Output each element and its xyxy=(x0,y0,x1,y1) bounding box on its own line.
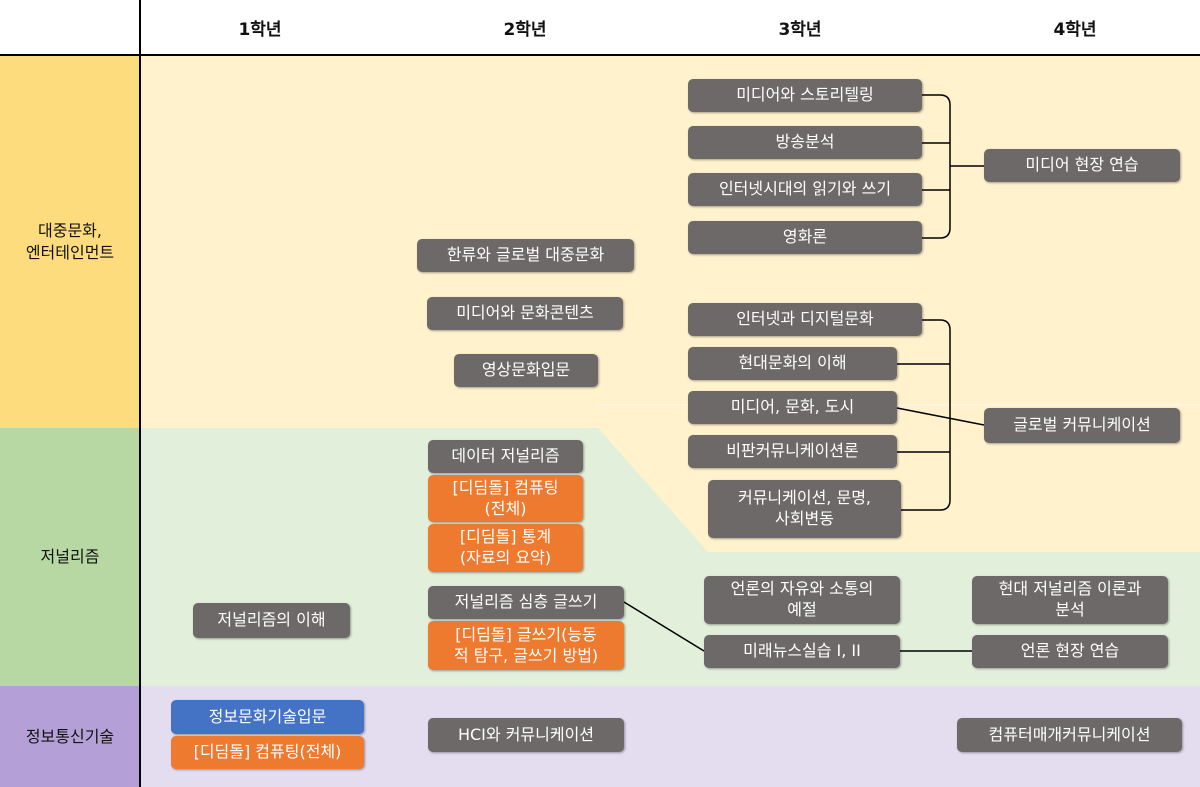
course-stepping-writing: [디딤돌] 글쓰기(능동 적 탐구, 글쓰기 방법) xyxy=(428,621,624,670)
header-year-4: 4학년 xyxy=(1053,20,1097,40)
course-modern-journalism: 현대 저널리즘 이론과 분석 xyxy=(972,576,1168,624)
course-internet-digital: 인터넷과 디지털문화 xyxy=(688,303,922,336)
course-cmc: 컴퓨터매개커뮤니케이션 xyxy=(957,718,1182,752)
course-info-culture: 정보문화기술입문 xyxy=(171,700,364,734)
course-stepping-stats: [디딤돌] 통계 (자료의 요약) xyxy=(428,524,583,572)
course-media-practice: 미디어 현장 연습 xyxy=(984,149,1180,182)
bracket-media-practice xyxy=(922,94,984,239)
course-hallyu: 한류와 글로벌 대중문화 xyxy=(417,239,634,272)
course-comm-civ: 커뮤니케이션, 문명, 사회변동 xyxy=(708,480,901,538)
header-year-3: 3학년 xyxy=(778,20,822,40)
course-deep-writing: 저널리즘 심층 글쓰기 xyxy=(428,586,624,619)
course-modern-culture: 현대문화의 이해 xyxy=(688,347,897,380)
header-year-2: 2학년 xyxy=(503,20,547,40)
link-deep-writing xyxy=(623,601,705,652)
category-journalism: 저널리즘 xyxy=(40,547,100,567)
course-internet-reading: 인터넷시대의 읽기와 쓰기 xyxy=(688,173,922,206)
course-future-news: 미래뉴스실습 I, II xyxy=(704,635,900,668)
course-global-comm: 글로벌 커뮤니케이션 xyxy=(984,408,1180,443)
course-media-content: 미디어와 문화콘텐츠 xyxy=(427,297,623,330)
course-press-freedom: 언론의 자유와 소통의 예절 xyxy=(704,576,900,624)
journalism-band-side xyxy=(0,428,140,686)
course-data-journalism: 데이터 저널리즘 xyxy=(428,440,583,473)
culture-band xyxy=(140,55,1200,552)
culture-band-side xyxy=(0,55,140,428)
ict-band-side xyxy=(0,686,140,787)
course-journalism-intro: 저널리즘의 이해 xyxy=(193,603,350,638)
course-critical-comm: 비판커뮤니케이션론 xyxy=(688,435,897,468)
course-broadcast: 방송분석 xyxy=(688,126,922,159)
course-media-story: 미디어와 스토리텔링 xyxy=(688,79,922,112)
course-film: 영화론 xyxy=(688,221,922,254)
course-press-practice: 언론 현장 연습 xyxy=(972,635,1168,668)
course-stepping-computing-all: [디딤돌] 컴퓨팅(전체) xyxy=(171,736,364,769)
header-year-1: 1학년 xyxy=(238,20,282,40)
category-culture: 대중문화, 엔터테인먼트 xyxy=(25,220,115,262)
bracket-global-comm xyxy=(896,319,985,511)
course-video-intro: 영상문화입문 xyxy=(454,354,598,387)
course-stepping-computing: [디딤돌] 컴퓨팅 (전체) xyxy=(428,475,583,522)
course-media-city: 미디어, 문화, 도시 xyxy=(688,391,897,424)
category-ict: 정보통신기술 xyxy=(25,726,115,746)
course-hci: HCI와 커뮤니케이션 xyxy=(428,718,624,752)
